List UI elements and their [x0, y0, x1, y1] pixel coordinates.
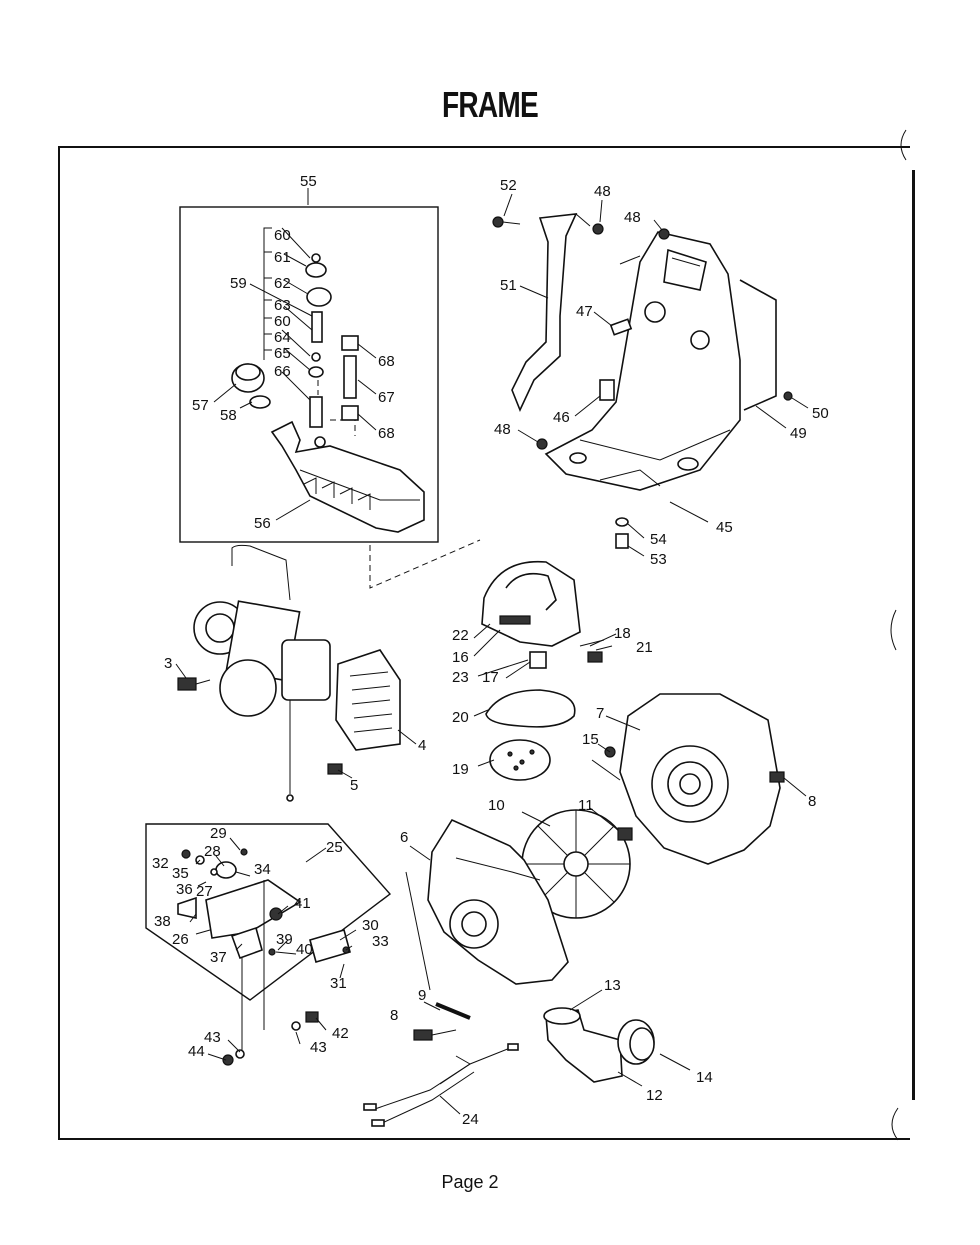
callout-55: 55 [300, 173, 317, 190]
callout-40: 40 [296, 941, 313, 958]
callout-19: 19 [452, 761, 469, 778]
backpack-frame [492, 213, 793, 549]
rod-and-bolt [413, 1002, 471, 1041]
fan-housing-assembly [427, 693, 785, 985]
callout-48-right: 48 [624, 209, 641, 226]
callout-54: 54 [650, 531, 667, 548]
callout-24: 24 [462, 1111, 479, 1128]
callout-13: 13 [604, 977, 621, 994]
callout-25: 25 [326, 839, 343, 856]
fuel-tank-inset [179, 188, 439, 543]
callout-53: 53 [650, 551, 667, 568]
callout-27: 27 [196, 883, 213, 900]
callout-45: 45 [716, 519, 733, 536]
callout-42: 42 [332, 1025, 349, 1042]
callout-52: 52 [500, 177, 517, 194]
diagram-frame [58, 146, 910, 1140]
page-title: FRAME [442, 84, 539, 125]
callout-17: 17 [482, 669, 499, 686]
callout-15: 15 [582, 731, 599, 748]
callout-35: 35 [172, 865, 189, 882]
callout-5: 5 [350, 777, 358, 794]
callout-28: 28 [204, 843, 221, 860]
callout-38: 38 [154, 913, 171, 930]
callout-39: 39 [276, 931, 293, 948]
callout-60-b: 60 [274, 313, 291, 330]
tank-dashed-link [369, 539, 481, 589]
callout-labels: 55 52 48 48 60 61 62 59 63 60 64 65 66 6… [152, 173, 829, 1128]
throttle-inset [145, 823, 392, 1066]
callout-65: 65 [274, 345, 291, 362]
callout-37: 37 [210, 949, 227, 966]
callout-34: 34 [254, 861, 271, 878]
frame-right-edge [912, 170, 915, 1100]
callout-43-left: 43 [204, 1029, 221, 1046]
callout-31: 31 [330, 975, 347, 992]
callout-44: 44 [188, 1043, 205, 1060]
leader-lines [175, 193, 809, 1115]
callout-68-top: 68 [378, 353, 395, 370]
callout-47: 47 [576, 303, 593, 320]
callout-63: 63 [274, 297, 291, 314]
binder-hole-mid [890, 609, 897, 651]
binder-hole-top [900, 129, 907, 161]
callout-59: 59 [230, 275, 247, 292]
page-number: Page 2 [441, 1172, 499, 1192]
callout-64: 64 [274, 329, 291, 346]
callout-48-top: 48 [594, 183, 611, 200]
callout-57: 57 [192, 397, 209, 414]
callout-68-bottom: 68 [378, 425, 395, 442]
callout-11: 11 [578, 797, 594, 814]
callout-61: 61 [274, 249, 291, 266]
callout-12: 12 [646, 1087, 663, 1104]
callout-29: 29 [210, 825, 227, 842]
callout-32: 32 [152, 855, 169, 872]
callout-41: 41 [294, 895, 311, 912]
callout-23: 23 [452, 669, 469, 686]
callout-22: 22 [452, 627, 469, 644]
callout-30: 30 [362, 917, 379, 934]
engine-assembly [177, 544, 401, 802]
callout-8-left: 8 [390, 1007, 398, 1024]
callout-3: 3 [164, 655, 172, 672]
callout-66: 66 [274, 363, 291, 380]
callout-14: 14 [696, 1069, 713, 1086]
callout-9: 9 [418, 987, 426, 1004]
callout-20: 20 [452, 709, 469, 726]
callout-46: 46 [553, 409, 570, 426]
callout-6: 6 [400, 829, 408, 846]
callout-58: 58 [220, 407, 237, 424]
callout-56: 56 [254, 515, 271, 532]
callout-36: 36 [176, 881, 193, 898]
binder-hole-bottom [891, 1107, 899, 1141]
blower-pipes [543, 1007, 655, 1083]
intake-cover-assembly [481, 560, 605, 781]
callout-18: 18 [614, 625, 631, 642]
callout-33: 33 [372, 933, 389, 950]
callout-21: 21 [636, 639, 653, 656]
callout-10: 10 [488, 797, 505, 814]
callout-8-right: 8 [808, 793, 816, 810]
callout-26: 26 [172, 931, 189, 948]
callout-4: 4 [418, 737, 426, 754]
callout-16: 16 [452, 649, 469, 666]
callout-50: 50 [812, 405, 829, 422]
wire-harness [363, 1043, 519, 1127]
callout-62: 62 [274, 275, 291, 292]
callout-7: 7 [596, 705, 604, 722]
callout-48-left: 48 [494, 421, 511, 438]
callout-51: 51 [500, 277, 517, 294]
callout-49: 49 [790, 425, 807, 442]
callout-43-right: 43 [310, 1039, 327, 1056]
callout-60-a: 60 [274, 227, 291, 244]
callout-67: 67 [378, 389, 395, 406]
